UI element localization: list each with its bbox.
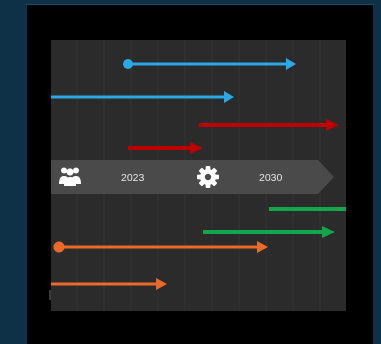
red-arrow-1 xyxy=(199,119,339,131)
orange-arrow-1 xyxy=(53,241,268,253)
year-label-start: 2023 xyxy=(121,172,145,184)
blue-arrow-2 xyxy=(51,91,234,103)
red-arrow-2 xyxy=(128,142,203,154)
frame-border xyxy=(26,4,374,5)
blue-arrow-1 xyxy=(123,58,296,70)
timeline-band xyxy=(51,160,334,194)
green-arrow xyxy=(203,226,335,238)
people-icon xyxy=(59,167,81,186)
divider-mark xyxy=(49,290,51,300)
gear-icon xyxy=(197,166,219,188)
year-label-end: 2030 xyxy=(259,172,283,184)
orange-arrow-2 xyxy=(51,278,167,290)
